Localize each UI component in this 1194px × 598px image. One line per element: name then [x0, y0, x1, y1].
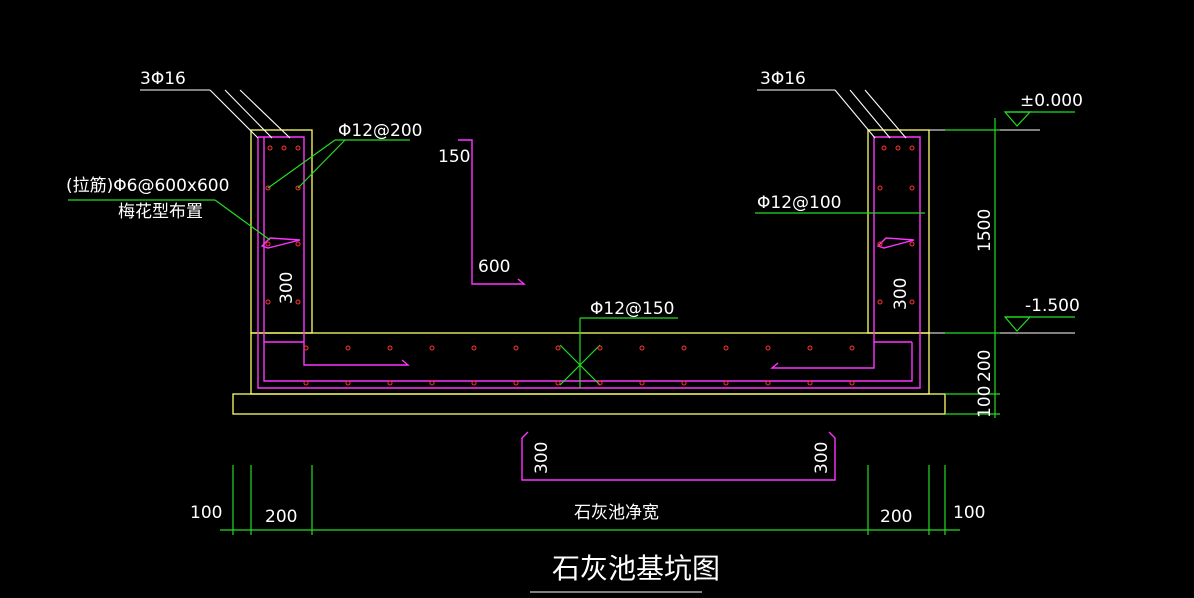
rebar-point — [909, 185, 915, 191]
elevation-top-label: ±0.000 — [1020, 91, 1083, 111]
rebar-point — [597, 380, 603, 386]
right-anchor-bar — [770, 342, 875, 369]
rebar-point — [281, 145, 287, 151]
rebar-point — [513, 380, 519, 386]
rebar-point — [303, 380, 309, 386]
hook-left-dimension: 300 — [532, 442, 552, 474]
rebar-point — [303, 345, 309, 351]
rebar-point — [765, 380, 771, 386]
rebar-point — [807, 345, 813, 351]
rebar-point — [387, 345, 393, 351]
rebar-point — [909, 299, 915, 305]
rebar-point — [295, 145, 301, 151]
inner-rebar — [263, 342, 913, 382]
elevation-marker-top — [1003, 111, 1032, 127]
elevation-bottom-label: -1.500 — [1025, 296, 1080, 316]
cushion-layer — [232, 393, 946, 415]
rebar-point — [295, 241, 301, 247]
rebar-point — [555, 345, 561, 351]
rebar-point — [265, 185, 271, 191]
rebar-point — [345, 345, 351, 351]
rebar-point — [765, 345, 771, 351]
hook-bar-detail — [521, 431, 836, 481]
rebar-group — [257, 136, 921, 481]
rebar-point — [267, 145, 273, 151]
bend-bottom-dimension: 600 — [478, 257, 510, 277]
rebar-point — [877, 241, 883, 247]
annotations: 3Φ16 3Φ16 Φ12@200 Φ12@100 (拉筋)Φ6@600x600… — [66, 69, 1083, 585]
rebar-point — [387, 380, 393, 386]
rebar-point — [639, 345, 645, 351]
rebar-point — [471, 345, 477, 351]
rebar-point — [877, 185, 883, 191]
rebar-point — [849, 380, 855, 386]
anchor-right-dimension: 300 — [891, 278, 911, 310]
rebar-point — [723, 380, 729, 386]
rebar-point — [849, 345, 855, 351]
rebar-point — [639, 380, 645, 386]
slab-dimension: 200 — [975, 350, 995, 382]
anchor-left-dimension: 300 — [277, 272, 297, 304]
rebar-point — [881, 145, 887, 151]
rebar-point — [295, 185, 301, 191]
right-cushion-dimension: 100 — [953, 503, 985, 523]
wall-rebar-left-label: Φ12@200 — [338, 121, 422, 141]
rebar-point — [265, 241, 271, 247]
rebar-point — [681, 380, 687, 386]
bend-top-dimension: 150 — [438, 147, 470, 167]
elevation-marker-bottom — [1003, 316, 1032, 332]
rebar-point — [597, 345, 603, 351]
outer-rebar — [257, 136, 921, 389]
wall-height-dimension: 1500 — [975, 209, 995, 252]
rebar-point — [807, 380, 813, 386]
rebar-point — [265, 299, 271, 305]
rebar-point — [681, 345, 687, 351]
top-bar-right-label: 3Φ16 — [760, 69, 806, 89]
rebar-point — [429, 380, 435, 386]
rebar-point — [345, 380, 351, 386]
right-wall-dimension: 200 — [880, 507, 912, 527]
rebar-point — [723, 345, 729, 351]
drawing-title: 石灰池基坑图 — [552, 552, 720, 585]
rebar-point — [909, 145, 915, 151]
rebar-points — [265, 145, 915, 386]
bottom-slab — [250, 332, 930, 395]
rebar-point — [429, 345, 435, 351]
rebar-point — [877, 299, 883, 305]
rebar-point — [909, 241, 915, 247]
rebar-point — [471, 380, 477, 386]
rebar-point — [555, 380, 561, 386]
bend-bar-detail — [458, 139, 526, 285]
top-bar-left-label: 3Φ16 — [140, 69, 186, 89]
clear-width-label: 石灰池净宽 — [574, 503, 659, 523]
left-cushion-dimension: 100 — [190, 503, 222, 523]
tie-bar-label: (拉筋)Φ6@600x600 — [66, 176, 229, 196]
left-anchor-bar — [303, 342, 410, 366]
cushion-dimension: 100 — [975, 386, 995, 418]
tie-bar-arrangement-label: 梅花型布置 — [118, 202, 203, 222]
rebar-point — [513, 345, 519, 351]
dimension-lines — [220, 111, 1075, 593]
rebar-point — [895, 145, 901, 151]
bottom-rebar-label: Φ12@150 — [590, 299, 674, 319]
rebar-point — [295, 299, 301, 305]
left-tie-bar — [260, 237, 301, 249]
wall-rebar-right-label: Φ12@100 — [757, 193, 841, 213]
left-wall-dimension: 200 — [265, 507, 297, 527]
leader-lines — [68, 89, 925, 388]
hook-right-dimension: 300 — [812, 442, 832, 474]
concrete-outline — [232, 129, 1075, 415]
right-tie-bar — [876, 237, 915, 249]
